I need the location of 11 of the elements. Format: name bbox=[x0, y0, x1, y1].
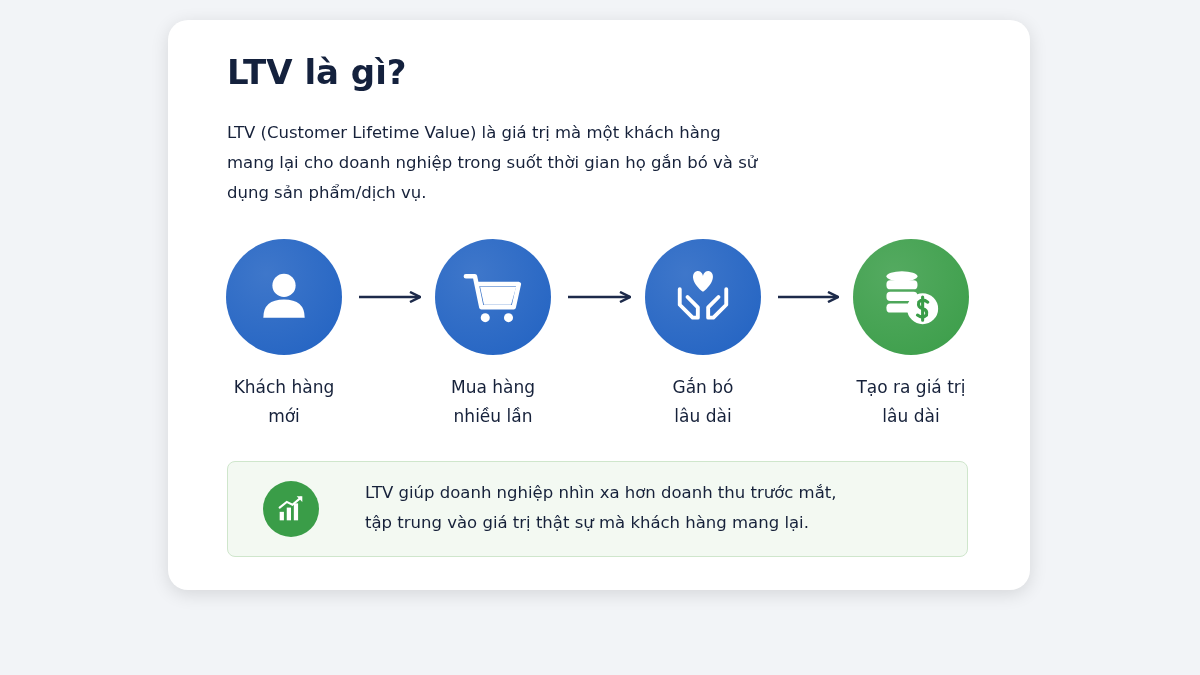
arrow bbox=[778, 290, 840, 304]
title: LTV là gì? bbox=[227, 52, 407, 92]
arrow bbox=[568, 290, 632, 304]
arrow bbox=[359, 290, 422, 304]
step-label: Mua hàng nhiều lần bbox=[450, 376, 536, 428]
step-label: Khách hàng mới bbox=[232, 376, 336, 428]
description-text: LTV (Customer Lifetime Value) là giá trị mà một khách hàng mang lại cho doanh nghiệp trong suốt thời gian họ gắn bó và sử dụng sản phẩm/dịch vụ. bbox=[227, 122, 759, 204]
step-label: Gắn bó lâu dài bbox=[671, 376, 735, 428]
note-text: LTV giúp doanh nghiệp nhìn xa hơn doanh thu trước mắt, tập trung vào giá trị thật sự mà khách hàng mang lại. bbox=[365, 482, 838, 534]
step-label: Tạo ra giá trị lâu dài bbox=[855, 376, 967, 428]
note-box bbox=[227, 461, 968, 557]
